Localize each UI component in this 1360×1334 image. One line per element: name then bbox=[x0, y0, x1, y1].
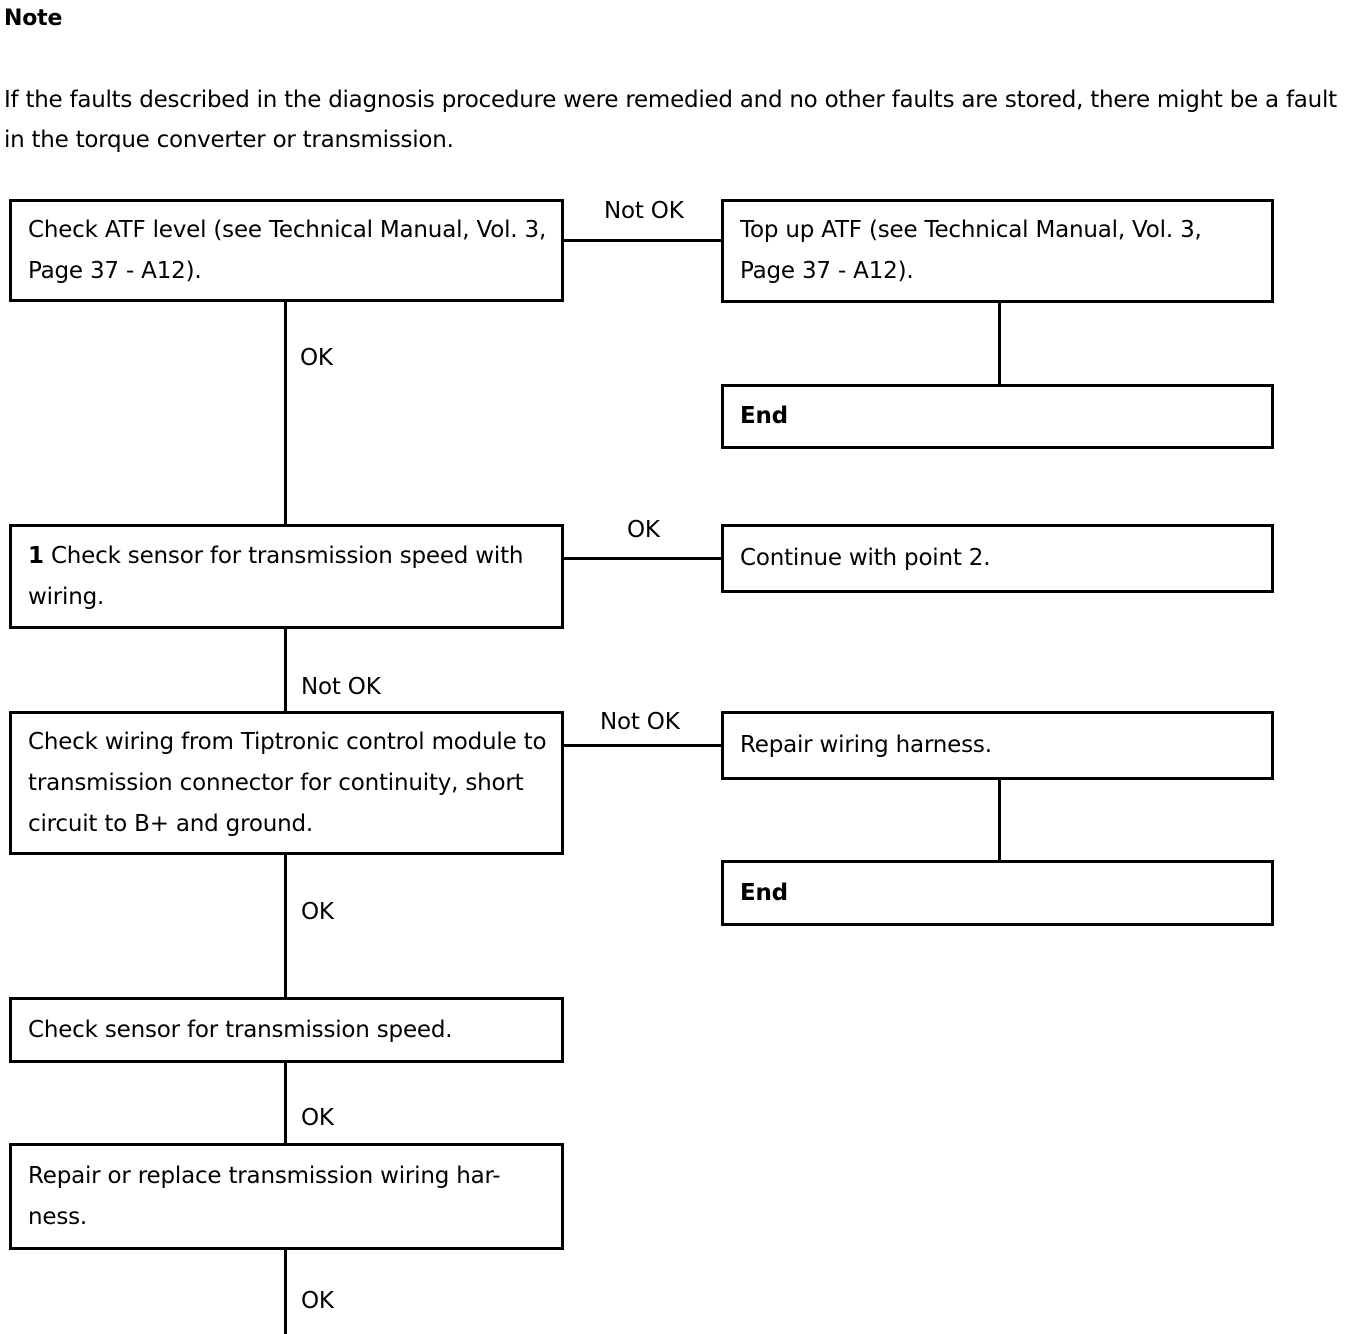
edge-label-sensor-ok: OK bbox=[627, 517, 660, 543]
box-check-sensor-speed[interactable]: Check sensor for transmission speed. bbox=[9, 997, 564, 1063]
box-check-sensor-with-wiring-number: 1 bbox=[28, 542, 44, 569]
note-heading: Note bbox=[4, 6, 63, 31]
box-check-sensor-speed-label: Check sensor for transmission speed. bbox=[28, 1016, 453, 1043]
edge-label-atf-not-ok: Not OK bbox=[604, 198, 684, 224]
connector-atf-to-sensor bbox=[284, 300, 287, 525]
box-check-sensor-with-wiring-text: Check sensor for transmission speed with… bbox=[28, 542, 524, 610]
box-check-wiring-tiptronic-label: Check wiring from Tiptronic control modu… bbox=[28, 728, 547, 837]
connector-sensor-to-wiring bbox=[284, 628, 287, 713]
box-end-1-label: End bbox=[740, 403, 788, 429]
box-continue-with-point-2[interactable]: Continue with point 2. bbox=[721, 524, 1274, 593]
edge-label-speed-ok: OK bbox=[301, 1105, 334, 1131]
box-check-atf-level[interactable]: Check ATF level (see Technical Manual, V… bbox=[9, 199, 564, 302]
box-end-2[interactable]: End bbox=[721, 860, 1274, 926]
connector-wiring-to-speed bbox=[284, 853, 287, 998]
edge-label-sensor-not-ok: Not OK bbox=[301, 674, 381, 700]
box-repair-replace-harness-label: Repair or replace transmission wiring ha… bbox=[28, 1162, 501, 1230]
box-continue-with-point-2-label: Continue with point 2. bbox=[740, 545, 991, 571]
edge-label-atf-ok: OK bbox=[300, 345, 333, 371]
box-top-up-atf-label: Top up ATF (see Technical Manual, Vol. 3… bbox=[740, 217, 1202, 284]
box-end-2-label: End bbox=[740, 879, 788, 906]
box-repair-wiring-harness-label: Repair wiring harness. bbox=[740, 732, 992, 758]
connector-speed-to-harness bbox=[284, 1060, 287, 1145]
connector-wiring-to-repair bbox=[563, 744, 723, 747]
box-repair-replace-harness[interactable]: Repair or replace transmission wiring ha… bbox=[9, 1143, 564, 1250]
box-top-up-atf[interactable]: Top up ATF (see Technical Manual, Vol. 3… bbox=[721, 199, 1274, 303]
connector-harness-to-next bbox=[284, 1248, 287, 1334]
edge-label-harness-ok: OK bbox=[301, 1288, 334, 1314]
box-end-1[interactable]: End bbox=[721, 384, 1274, 449]
connector-atf-to-topup bbox=[563, 239, 723, 242]
box-check-wiring-tiptronic[interactable]: Check wiring from Tiptronic control modu… bbox=[9, 711, 564, 855]
box-check-sensor-with-wiring-label: 1 Check sensor for transmission speed wi… bbox=[28, 536, 551, 618]
connector-topup-to-end1 bbox=[998, 302, 1001, 386]
box-check-atf-level-label: Check ATF level (see Technical Manual, V… bbox=[28, 216, 547, 284]
connector-sensor-to-continue bbox=[563, 557, 723, 560]
box-check-sensor-with-wiring[interactable]: 1 Check sensor for transmission speed wi… bbox=[9, 524, 564, 629]
edge-label-wiring-ok: OK bbox=[301, 899, 334, 925]
note-paragraph: If the faults described in the diagnosis… bbox=[4, 87, 1337, 153]
edge-label-wiring-not-ok: Not OK bbox=[600, 709, 680, 735]
box-repair-wiring-harness[interactable]: Repair wiring harness. bbox=[721, 711, 1274, 780]
connector-repair-to-end2 bbox=[998, 778, 1001, 861]
